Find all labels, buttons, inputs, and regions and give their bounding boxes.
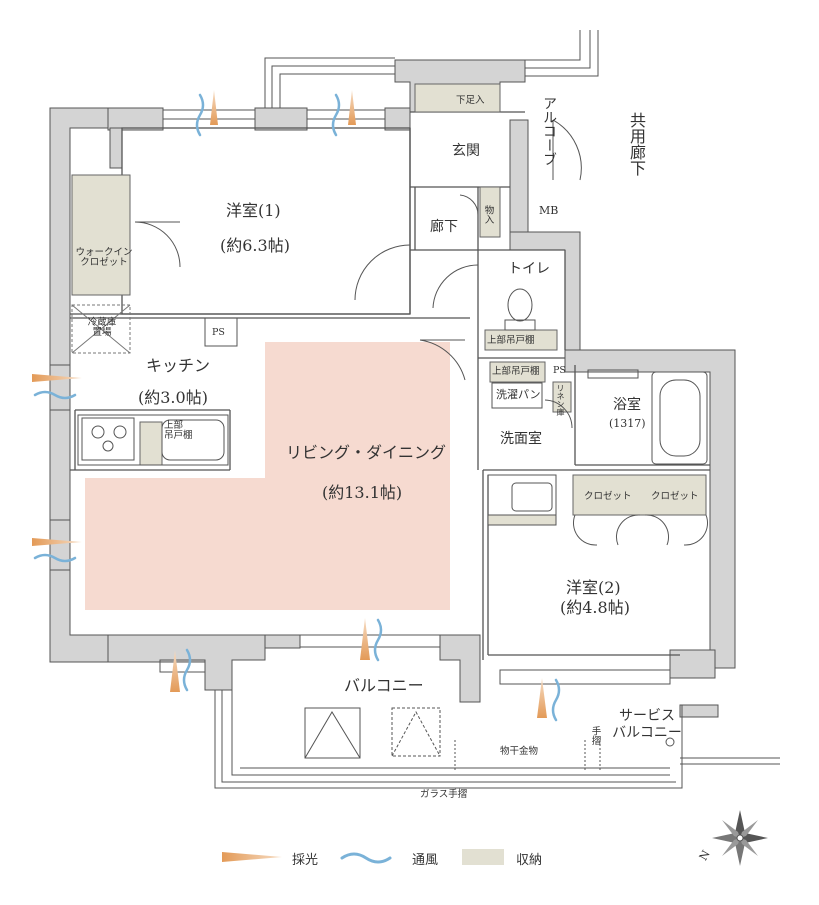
- legend-storage-label: 収納: [516, 853, 543, 868]
- toilet: [504, 288, 536, 331]
- balcony-label: バルコニー: [344, 676, 424, 695]
- closet1-label: クロゼット: [584, 491, 632, 502]
- ldk-name: リビング・ダイニング: [286, 443, 447, 462]
- light-arrow: [32, 374, 82, 382]
- legend-light-label: 採光: [292, 853, 319, 868]
- ldk-floor: [85, 342, 450, 610]
- light-arrow: [360, 618, 370, 660]
- toilet-cabinet-label: 上部吊戸棚: [487, 335, 535, 346]
- legend-storage-icon: [462, 849, 504, 865]
- laundry-pan-label: 洗濯パン: [496, 388, 541, 401]
- ldk-size: (約13.1帖): [322, 483, 403, 502]
- handrail-label: 手摺: [589, 726, 601, 745]
- balcony-structure: [214, 690, 780, 789]
- toilet-label: トイレ: [508, 261, 550, 277]
- legend-wind-icon: [340, 852, 392, 864]
- storage-areas: [71, 83, 707, 516]
- light-arrow: [348, 90, 356, 125]
- western1-size: (約6.3帖): [220, 236, 290, 255]
- laundry-cabinet-label: 上部吊戸棚: [492, 366, 540, 377]
- kitchen-size: (約3.0帖): [138, 388, 208, 407]
- light-arrow: [537, 678, 547, 718]
- ps-box-1: [204, 317, 238, 347]
- entrance-label: 玄関: [452, 143, 480, 159]
- washroom-label: 洗面室: [500, 431, 542, 447]
- corridor-label: 廊下: [430, 219, 458, 235]
- compass-icon: [712, 810, 768, 866]
- legend-wind-label: 通風: [412, 853, 439, 868]
- kitchen-name: キッチン: [146, 356, 211, 375]
- service-balcony-label: サービス バルコニー: [612, 708, 682, 741]
- western2-size: (約4.8帖): [560, 598, 630, 617]
- laundry-pole-label: 物干金物: [500, 746, 539, 757]
- kitchen-upper-cabinet-label: 上部 吊戸棚: [164, 420, 193, 441]
- alcove-label: アルコーブ: [541, 96, 557, 166]
- ps2-label: PS: [553, 365, 566, 376]
- bath-name: 浴室: [613, 397, 641, 413]
- glass-handrail-label: ガラス手摺: [420, 789, 468, 800]
- linen-label: リネン庫: [556, 384, 565, 416]
- kitchen-counter: [77, 414, 229, 466]
- top-rails: [264, 30, 599, 108]
- ps1-label: PS: [212, 327, 225, 338]
- light-arrow: [170, 650, 180, 692]
- hallway-label: 共用廊下: [627, 112, 646, 176]
- bathtub: [587, 369, 708, 465]
- doors: [134, 119, 709, 546]
- washbasin: [487, 474, 557, 526]
- bath-size: (1317): [609, 417, 646, 430]
- western2-name: 洋室(2): [566, 578, 621, 597]
- light-indicators-h: [32, 374, 82, 546]
- western1-name: 洋室(1): [226, 201, 281, 220]
- laundry-pan: [491, 382, 543, 409]
- light-arrow: [210, 90, 218, 125]
- light-indicators: [170, 90, 547, 718]
- mb-label: MB: [539, 204, 559, 217]
- storage-label: 物入: [482, 205, 494, 224]
- windows: [49, 109, 671, 685]
- legend-light-icon: [222, 852, 282, 862]
- light-arrow: [32, 538, 82, 546]
- shoe-box-label: 下足入: [456, 95, 485, 106]
- fridge-label: 冷蔵庫 置場: [87, 317, 117, 338]
- walkin-closet-label: ウォークイン クロゼット: [75, 247, 133, 268]
- fridge-box: [71, 304, 131, 354]
- wind-indicators: [33, 93, 561, 722]
- closet2-label: クロゼット: [651, 491, 699, 502]
